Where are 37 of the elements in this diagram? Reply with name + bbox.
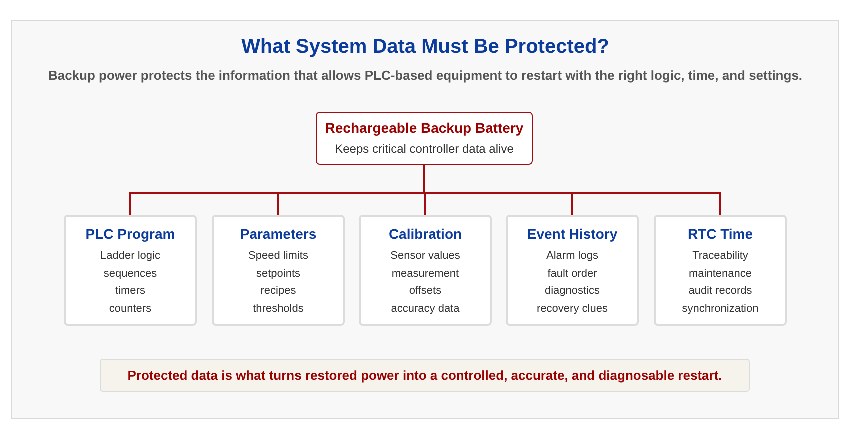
subtitle-text: Backup power protects the information that allows PLC-based equipment to restart with the right logic, time, and settings. <box>48 68 803 84</box>
node-subtitle: Keeps critical controller data alive <box>335 141 514 157</box>
list-item: Traceability <box>692 249 748 264</box>
list-item: synchronization <box>682 302 759 318</box>
note-banner: Protected data is what turns restored power into a controlled, accurate, and diagnosable restart. <box>100 359 750 392</box>
battery-box <box>316 112 533 165</box>
category-card <box>64 215 197 326</box>
list-item: maintenance <box>689 266 752 282</box>
list-item: fault order <box>548 266 598 282</box>
list-item: recovery clues <box>537 302 608 318</box>
list-item: sequences <box>104 266 158 282</box>
list-item: diagnostics <box>544 284 600 300</box>
category-card <box>359 215 492 326</box>
list-item: Ladder logic <box>100 249 160 264</box>
list-item: Sensor values <box>390 249 460 264</box>
node-heading: Event History <box>527 225 618 243</box>
list-item: thresholds <box>253 302 304 318</box>
node-heading: RTC Time <box>688 225 754 243</box>
node-heading: PLC Program <box>86 225 176 243</box>
category-card <box>506 215 639 326</box>
list-item: recipes <box>260 284 296 300</box>
node-heading: Parameters <box>240 225 317 243</box>
diagram-title: What System Data Must Be Protected? <box>242 35 610 59</box>
node-heading: Calibration <box>388 225 462 243</box>
list-item: Alarm logs <box>546 249 598 264</box>
list-item: accuracy data <box>391 302 460 318</box>
list-item: setpoints <box>256 266 301 282</box>
category-card <box>654 215 787 326</box>
list-item: measurement <box>392 266 460 282</box>
list-item: Speed limits <box>248 249 308 264</box>
category-card <box>212 215 345 326</box>
list-item: offsets <box>409 284 442 300</box>
list-item: timers <box>116 284 146 300</box>
node-heading: Rechargeable Backup Battery <box>325 119 524 137</box>
connector-line <box>424 165 722 215</box>
list-item: counters <box>109 302 152 318</box>
list-item: audit records <box>688 284 752 300</box>
